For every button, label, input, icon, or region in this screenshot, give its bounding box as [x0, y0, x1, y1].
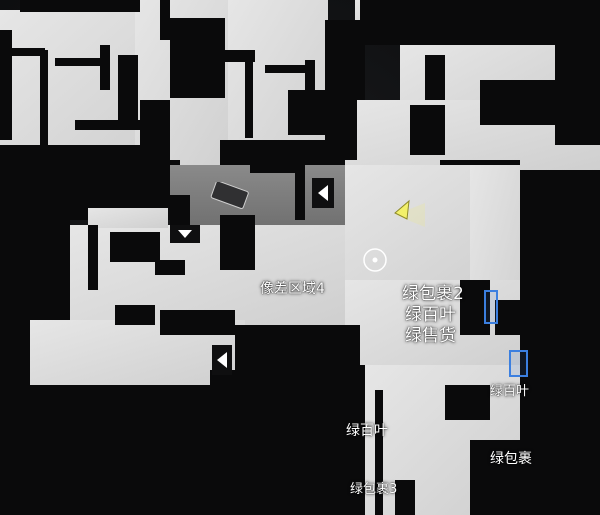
blinds-marker[interactable] [484, 290, 498, 324]
zone-label: 像差区域4 [260, 281, 325, 297]
blinds-left-label: 绿百叶 [346, 423, 388, 439]
target-circle-icon[interactable] [360, 245, 390, 275]
package-3-label: 绿包裹3 [350, 482, 398, 497]
package-label: 绿包裹 [490, 451, 532, 467]
player-arrow-icon [394, 199, 425, 227]
door-icon[interactable] [170, 225, 200, 243]
stairs-icon [210, 182, 249, 209]
blinds-right-label: 绿百叶 [490, 384, 530, 399]
vending-label: 绿售货 [405, 326, 456, 346]
door-icon[interactable] [212, 345, 232, 375]
package-2-label: 绿包裹2 [402, 284, 464, 304]
blinds-label: 绿百叶 [405, 305, 456, 325]
blinds-marker[interactable] [509, 350, 528, 377]
door-icon[interactable] [312, 178, 334, 208]
